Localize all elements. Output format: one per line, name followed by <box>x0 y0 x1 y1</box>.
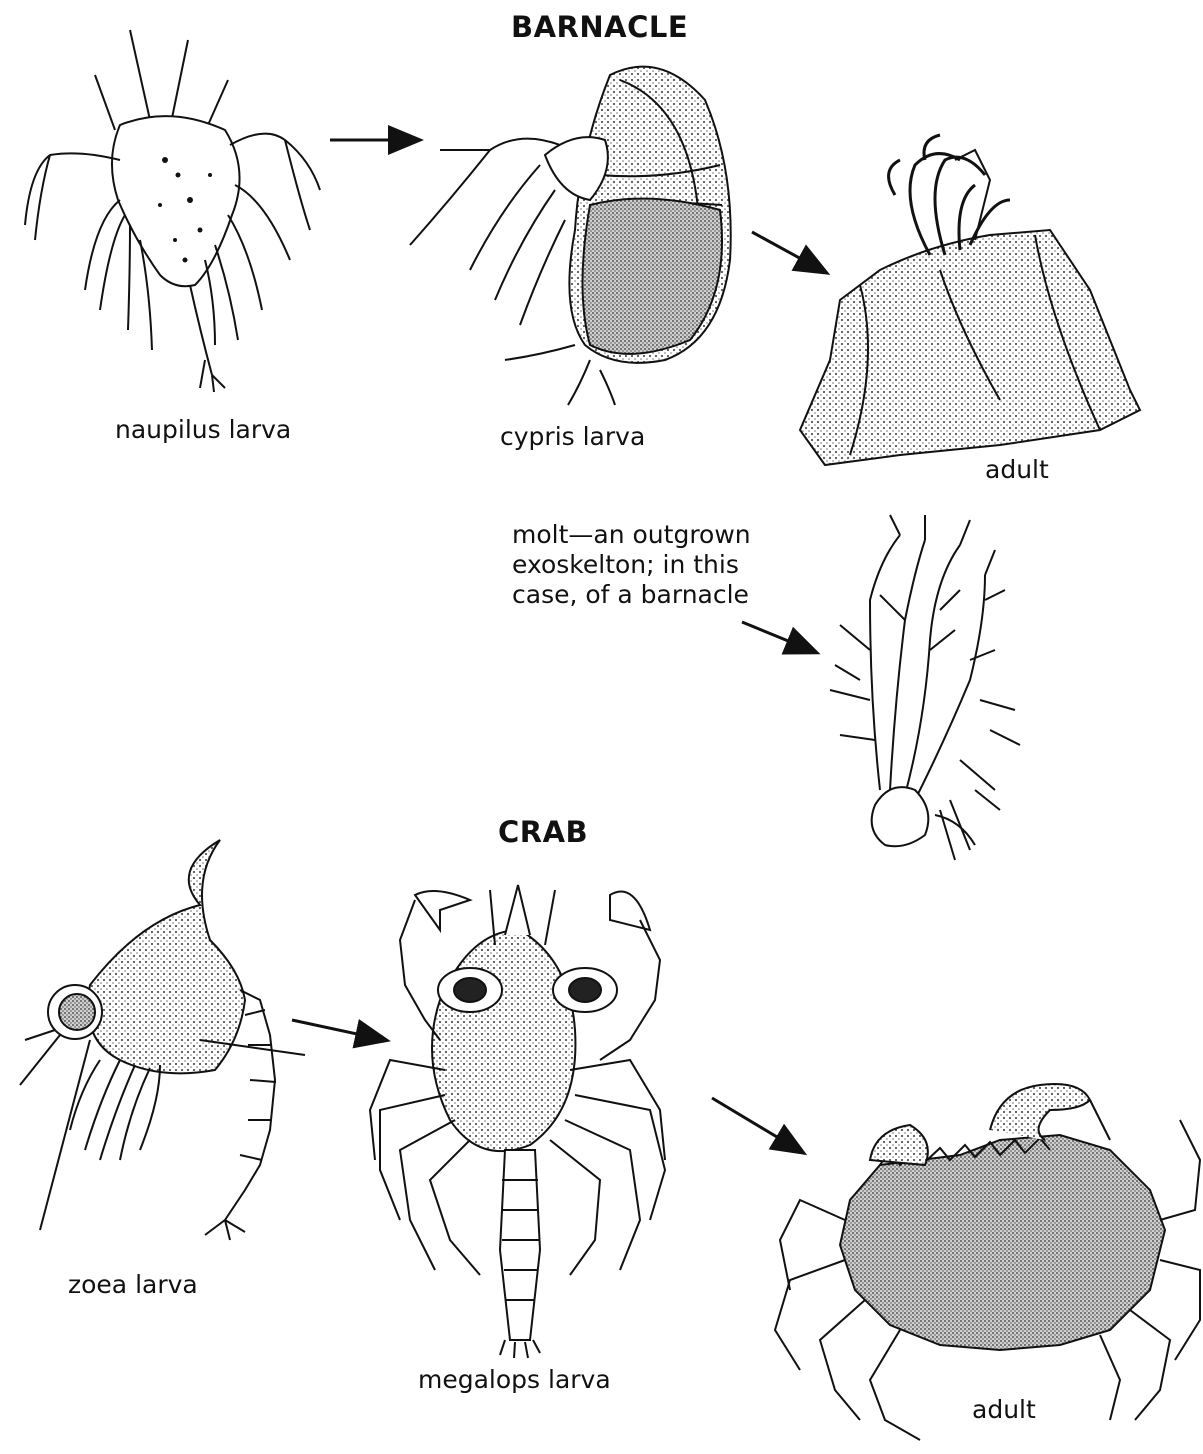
crab-adult-label: adult <box>972 1395 1036 1425</box>
arrow-cypris-to-adult <box>752 232 825 272</box>
arrow-note-to-molt <box>742 622 815 652</box>
crab-adult-illustration <box>775 1084 1200 1440</box>
barnacle-adult-label: adult <box>985 455 1049 485</box>
molt-description-line-1: molt—an outgrown <box>512 520 751 550</box>
megalops-larva-illustration <box>370 885 665 1358</box>
zoea-larva-label: zoea larva <box>68 1270 198 1300</box>
molt-description-line-2: exoskelton; in this <box>512 550 751 580</box>
barnacle-adult-illustration <box>800 135 1140 465</box>
arrow-zoea-to-megalops <box>292 1020 385 1040</box>
molt-description-line-3: case, of a barnacle <box>512 580 751 610</box>
crab-heading: CRAB <box>498 815 588 849</box>
naupilus-larva-illustration <box>25 30 320 392</box>
cypris-larva-label: cypris larva <box>500 422 645 452</box>
cypris-larva-illustration <box>410 67 731 405</box>
molt-description: molt—an outgrown exoskelton; in this cas… <box>512 520 751 610</box>
megalops-larva-label: megalops larva <box>418 1365 611 1395</box>
naupilus-larva-label: naupilus larva <box>115 415 291 445</box>
zoea-larva-illustration <box>20 840 305 1240</box>
barnacle-heading: BARNACLE <box>511 10 688 44</box>
arrow-megalops-to-adult <box>712 1098 802 1152</box>
barnacle-molt-illustration <box>830 515 1020 860</box>
